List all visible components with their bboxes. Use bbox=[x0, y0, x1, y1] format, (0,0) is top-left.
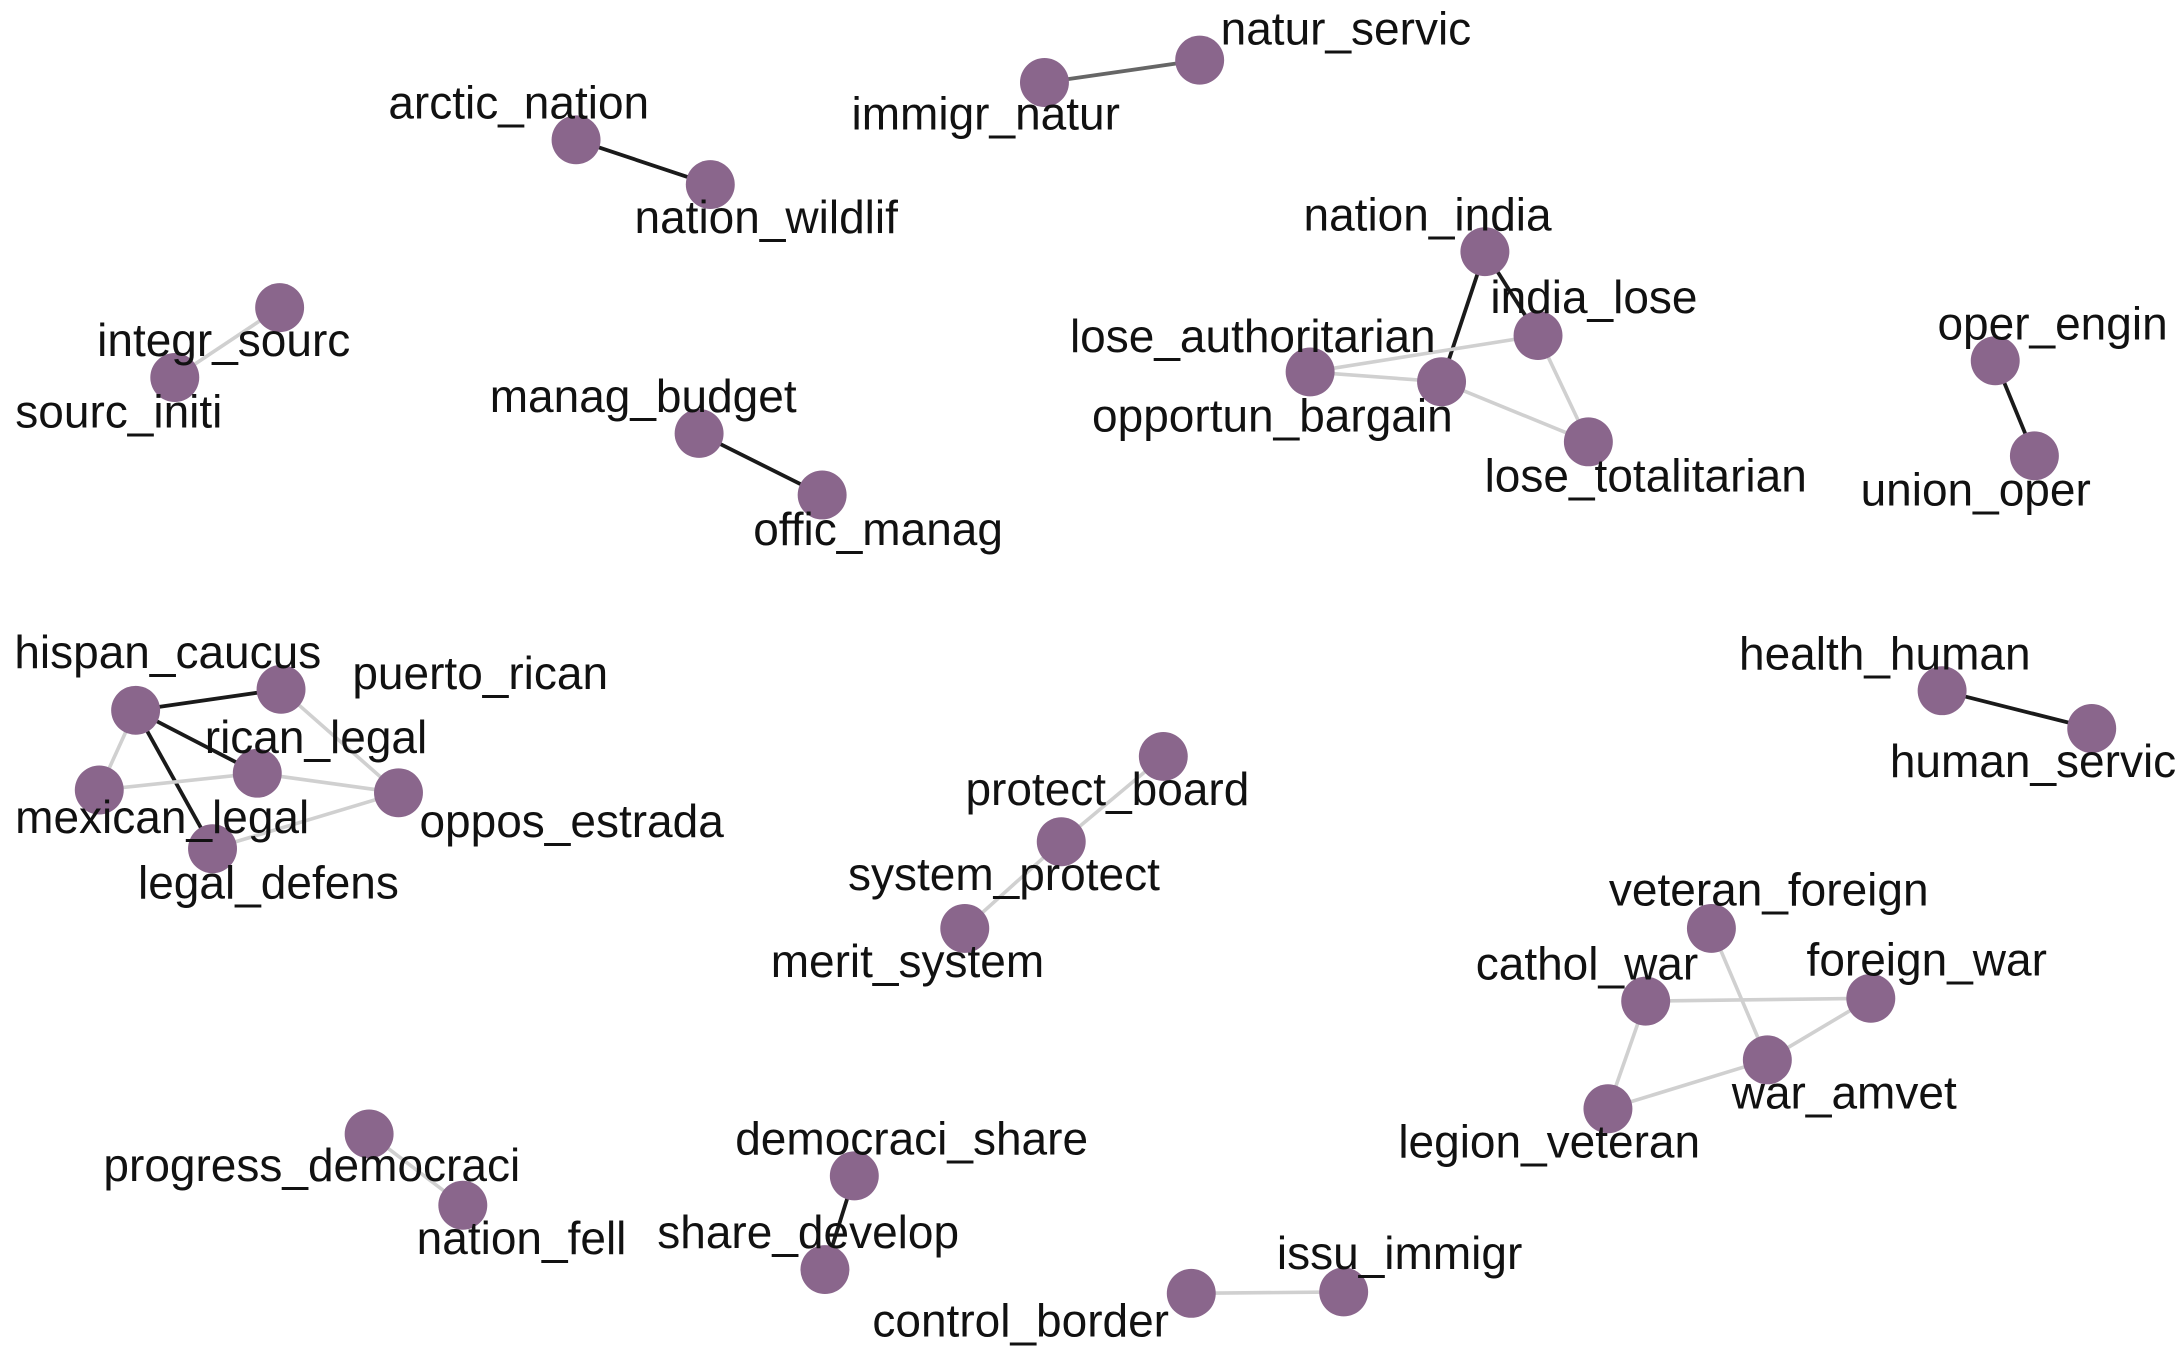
edge-puerto_rican-oppos_estrada bbox=[279, 687, 400, 795]
nodes-layer bbox=[74, 35, 2117, 1318]
node-label-rican_legal: rican_legal bbox=[205, 711, 427, 763]
node-label-oppos_estrada: oppos_estrada bbox=[419, 795, 724, 847]
node-issu_immigr bbox=[1319, 1267, 1369, 1317]
node-label-progress_democraci: progress_democraci bbox=[103, 1139, 520, 1191]
node-union_oper bbox=[2009, 431, 2059, 481]
node-label-legal_defens: legal_defens bbox=[138, 857, 399, 909]
node-india_lose bbox=[1513, 311, 1563, 361]
node-immigr_natur bbox=[1019, 58, 1069, 107]
node-protect_board bbox=[1138, 731, 1188, 781]
node-legion_veteran bbox=[1583, 1084, 1633, 1134]
node-label-merit_system: merit_system bbox=[771, 935, 1044, 987]
node-label-nation_india: nation_india bbox=[1304, 188, 1553, 240]
node-label-union_oper: union_oper bbox=[1861, 464, 2091, 516]
node-label-cathol_war: cathol_war bbox=[1476, 938, 1698, 990]
edge-health_human-human_servic bbox=[1941, 688, 2093, 731]
node-label-opportun_bargain: opportun_bargain bbox=[1092, 390, 1453, 442]
node-label-integr_sourc: integr_sourc bbox=[97, 314, 350, 366]
node-arctic_nation bbox=[551, 115, 601, 165]
node-label-health_human: health_human bbox=[1739, 627, 2031, 679]
node-legal_defens bbox=[188, 824, 237, 874]
node-opportun_bargain bbox=[1417, 357, 1467, 407]
node-oppos_estrada bbox=[374, 768, 423, 818]
node-sourc_initi bbox=[150, 353, 200, 402]
edge-hispan_caucus-legal_defens bbox=[133, 709, 215, 850]
edge-lose_authoritarian-india_lose bbox=[1309, 333, 1539, 374]
node-label-lose_totalitarian: lose_totalitarian bbox=[1485, 450, 1807, 502]
node-label-manag_budget: manag_budget bbox=[490, 370, 797, 422]
node-label-hispan_caucus: hispan_caucus bbox=[14, 626, 321, 678]
node-label-democraci_share: democraci_share bbox=[735, 1112, 1088, 1164]
node-merit_system bbox=[940, 903, 990, 953]
node-human_servic bbox=[2067, 703, 2117, 753]
node-offic_manag bbox=[797, 470, 847, 520]
node-oper_engin bbox=[1970, 336, 2020, 386]
node-mexican_legal bbox=[74, 765, 124, 815]
node-lose_authoritarian bbox=[1285, 347, 1335, 397]
node-label-mexican_legal: mexican_legal bbox=[15, 791, 309, 843]
node-label-lose_authoritarian: lose_authoritarian bbox=[1070, 310, 1436, 362]
node-control_border bbox=[1166, 1268, 1216, 1318]
node-health_human bbox=[1917, 666, 1967, 716]
node-label-arctic_nation: arctic_nation bbox=[388, 76, 649, 128]
node-label-foreign_war: foreign_war bbox=[1807, 934, 2047, 986]
node-cathol_war bbox=[1621, 976, 1671, 1026]
node-label-oper_engin: oper_engin bbox=[1937, 297, 2167, 349]
node-foreign_war bbox=[1846, 973, 1896, 1023]
node-hispan_caucus bbox=[111, 685, 161, 735]
labels-layer: natur_servic immigr_natur arctic_nationnat… bbox=[14, 2, 2176, 1346]
node-label-protect_board: protect_board bbox=[965, 763, 1249, 815]
node-system_protect bbox=[1036, 817, 1086, 867]
node-label-india_lose: india_lose bbox=[1490, 271, 1697, 323]
node-label-puerto_rican: puerto_rican bbox=[352, 647, 608, 699]
node-democraci_share bbox=[829, 1151, 879, 1201]
node-label-system_protect: system_protect bbox=[848, 848, 1160, 900]
edge-control_border-issu_immigr bbox=[1191, 1290, 1344, 1296]
node-label-nation_wildlif: nation_wildlif bbox=[635, 191, 899, 243]
node-war_amvet bbox=[1742, 1035, 1792, 1085]
node-label-issu_immigr: issu_immigr bbox=[1277, 1227, 1522, 1279]
node-label-veteran_foreign: veteran_foreign bbox=[1609, 864, 1929, 916]
node-progress_democraci bbox=[344, 1109, 394, 1159]
node-natur_servic bbox=[1175, 35, 1225, 85]
edge-hispan_caucus-puerto_rican bbox=[135, 687, 282, 713]
node-label-natur_servic: natur_servic bbox=[1221, 2, 1472, 54]
node-label-control_border: control_border bbox=[872, 1294, 1169, 1346]
edge-mexican_legal-rican_legal bbox=[99, 771, 258, 792]
node-nation_india bbox=[1460, 227, 1510, 277]
node-rican_legal bbox=[232, 748, 282, 798]
edge-legal_defens-oppos_estrada bbox=[212, 791, 400, 851]
node-label-share_develop: share_develop bbox=[657, 1206, 959, 1258]
node-label-offic_manag: offic_manag bbox=[753, 503, 1003, 555]
node-integr_sourc bbox=[255, 283, 305, 333]
node-lose_totalitarian bbox=[1563, 417, 1613, 467]
edge-immigr_natur-natur_servic bbox=[1044, 58, 1200, 85]
node-share_develop bbox=[800, 1245, 850, 1295]
edge-legion_veteran-war_amvet bbox=[1607, 1058, 1768, 1111]
node-label-sourc_initi: sourc_initi bbox=[15, 385, 222, 437]
edge-opportun_bargain-lose_totalitarian bbox=[1440, 380, 1590, 444]
node-label-nation_fell: nation_fell bbox=[417, 1212, 627, 1264]
node-label-immigr_natur: immigr_natur bbox=[852, 88, 1120, 140]
node-veteran_foreign bbox=[1686, 903, 1736, 953]
node-nation_fell bbox=[438, 1180, 488, 1230]
node-puerto_rican bbox=[256, 664, 306, 714]
node-label-legion_veteran: legion_veteran bbox=[1398, 1115, 1700, 1167]
node-manag_budget bbox=[674, 408, 724, 458]
node-label-human_servic: human_servic bbox=[1890, 735, 2176, 787]
node-label-war_amvet: war_amvet bbox=[1731, 1066, 1957, 1118]
edge-cathol_war-foreign_war bbox=[1645, 996, 1871, 1003]
node-nation_wildlif bbox=[685, 160, 735, 210]
